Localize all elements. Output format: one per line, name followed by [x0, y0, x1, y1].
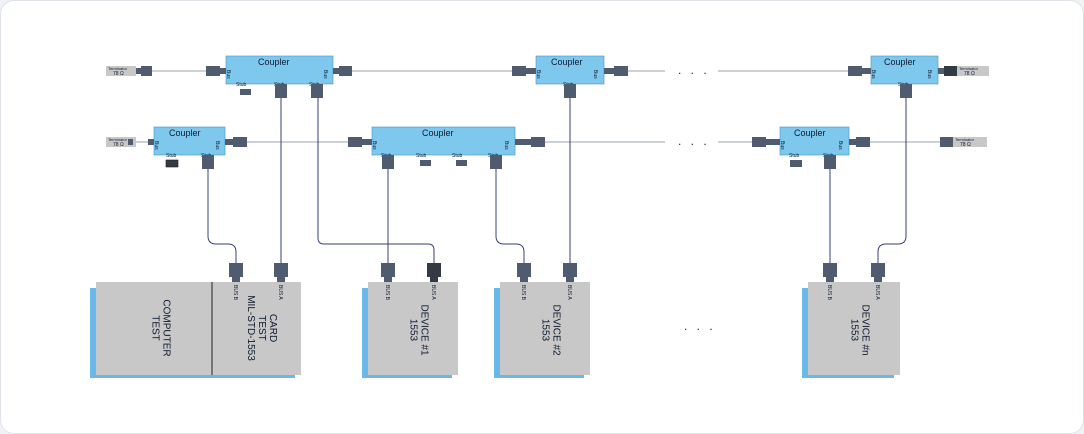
coupler-mid-2: Coupler Bus Stub Stub Stub Stub Bus	[348, 126, 545, 169]
terminators: Terminator 78 Ω Terminator 78 Ω Terminat…	[106, 66, 989, 148]
svg-text:Terminator: Terminator	[955, 137, 975, 142]
svg-text:Stub: Stub	[416, 153, 427, 159]
svg-text:78 Ω: 78 Ω	[960, 142, 971, 148]
connector-icon	[517, 263, 531, 277]
stub-wires	[207, 98, 907, 263]
device-1-label: 1553DEVICE #1	[408, 304, 430, 356]
bus-port-label: BUS B	[826, 285, 832, 301]
connector-icon	[381, 263, 395, 277]
coupler-label: Coupler	[169, 128, 201, 138]
svg-text:Bus: Bus	[322, 70, 328, 79]
svg-text:Bus: Bus	[153, 141, 159, 150]
connector-icon	[856, 137, 870, 147]
connector-icon	[274, 263, 288, 277]
svg-text:Bus: Bus	[592, 70, 598, 79]
coupler-mid-3: Coupler Bus Stub Stub Bus	[752, 126, 870, 169]
device-n-label: 1553DEVICE #n	[849, 304, 871, 355]
connector-icon	[564, 84, 576, 98]
terminator-top-right: Terminator 78 Ω	[944, 66, 989, 77]
connector-icon	[871, 263, 885, 277]
connector-icon	[614, 66, 628, 76]
box-labels: TESTCOMPUTER MIL-STD-1553TESTCARD 1553DEVI…	[150, 295, 871, 361]
terminator-top-left: Terminator 78 Ω	[106, 66, 152, 77]
device-n-box	[802, 282, 900, 378]
bus-port-label: BUS B	[232, 285, 238, 301]
svg-text:Bus: Bus	[837, 141, 843, 150]
svg-text:Terminator: Terminator	[108, 137, 128, 142]
coupler-mid-1: Coupler Bus Stub Stub Bus	[148, 126, 247, 169]
coupler-top-2: Coupler Bus Stub Bus	[512, 55, 628, 98]
device-connectors	[229, 263, 885, 282]
svg-text:Stub: Stub	[452, 153, 463, 159]
wire-card-bus-b	[207, 169, 237, 263]
svg-text:Stub: Stub	[236, 82, 247, 88]
connector-icon	[202, 155, 214, 169]
connector-icon	[900, 84, 912, 98]
svg-text:Bus: Bus	[870, 70, 876, 79]
bus-port-label: BUS A	[874, 285, 880, 300]
svg-text:Bus: Bus	[214, 141, 220, 150]
connector-icon	[824, 155, 836, 169]
svg-text:Terminator: Terminator	[108, 66, 128, 71]
coupler-top-3: Coupler Bus Stub Bus	[848, 55, 944, 98]
connector-icon	[382, 155, 394, 169]
ellipsis-top: . . .	[678, 63, 710, 77]
coupler-label: Coupler	[794, 128, 826, 138]
connector-icon	[233, 137, 247, 147]
connector-icon	[206, 66, 220, 76]
device-1-box	[362, 282, 458, 378]
connector-icon	[229, 263, 243, 277]
device-2-box	[494, 282, 590, 378]
connector-icon	[563, 263, 577, 277]
test-computer-label: TESTCOMPUTER	[150, 299, 172, 356]
svg-text:Bus: Bus	[926, 70, 932, 79]
svg-text:Bus: Bus	[779, 141, 785, 150]
test-card-label: MIL-STD-1553TESTCARD	[245, 295, 278, 361]
bus-port-label: BUS A	[277, 285, 283, 300]
svg-text:Stub: Stub	[789, 153, 800, 159]
svg-text:Bus: Bus	[503, 141, 509, 150]
svg-text:Terminator: Terminator	[959, 66, 979, 71]
bus-port-label: BUS A	[566, 285, 572, 300]
wire-devicen-bus-a	[877, 98, 907, 263]
connector-icon	[275, 84, 287, 98]
connector-icon	[311, 84, 323, 98]
connector-icon	[752, 137, 766, 147]
connector-icon	[339, 66, 352, 76]
connector-icon	[823, 263, 837, 277]
coupler-label: Coupler	[551, 57, 583, 67]
wire-device1-bus-a	[317, 98, 435, 263]
test-computer-box	[90, 282, 301, 378]
connector-icon	[427, 263, 441, 277]
svg-text:78 Ω: 78 Ω	[113, 142, 124, 148]
svg-text:Bus: Bus	[535, 70, 541, 79]
coupler-label: Coupler	[422, 128, 454, 138]
connector-icon	[531, 137, 545, 147]
wire-device2-bus-b	[495, 169, 525, 263]
svg-text:78 Ω: 78 Ω	[113, 71, 124, 77]
port-labels: BUS B BUS A BUS B BUS A BUS B BUS A BUS B BUS A	[232, 285, 880, 301]
svg-text:Stub: Stub	[166, 153, 177, 159]
connector-icon	[848, 66, 862, 76]
coupler-label: Coupler	[884, 57, 916, 67]
ellipsis-mid: . . .	[678, 134, 710, 148]
bus-port-label: BUS B	[520, 285, 526, 301]
bus-lines	[133, 70, 940, 143]
terminator-mid-left: Terminator 78 Ω	[106, 137, 136, 148]
ellipsis-devices: . . .	[684, 319, 716, 333]
svg-text:Bus: Bus	[225, 70, 231, 79]
connector-icon	[490, 155, 502, 169]
svg-text:Bus: Bus	[371, 141, 377, 150]
coupler-label: Coupler	[258, 57, 290, 67]
device-2-label: 1553DEVICE #2	[540, 304, 562, 356]
coupler-top-1: Coupler Bus Stub Stub Stub Bus	[206, 55, 352, 98]
connector-icon	[512, 66, 526, 76]
svg-text:78 Ω: 78 Ω	[964, 71, 975, 77]
terminator-mid-right: Terminator 78 Ω	[940, 137, 987, 148]
bus-port-label: BUS A	[430, 285, 436, 300]
bus-port-label: BUS B	[384, 285, 390, 301]
connector-icon	[348, 137, 362, 147]
